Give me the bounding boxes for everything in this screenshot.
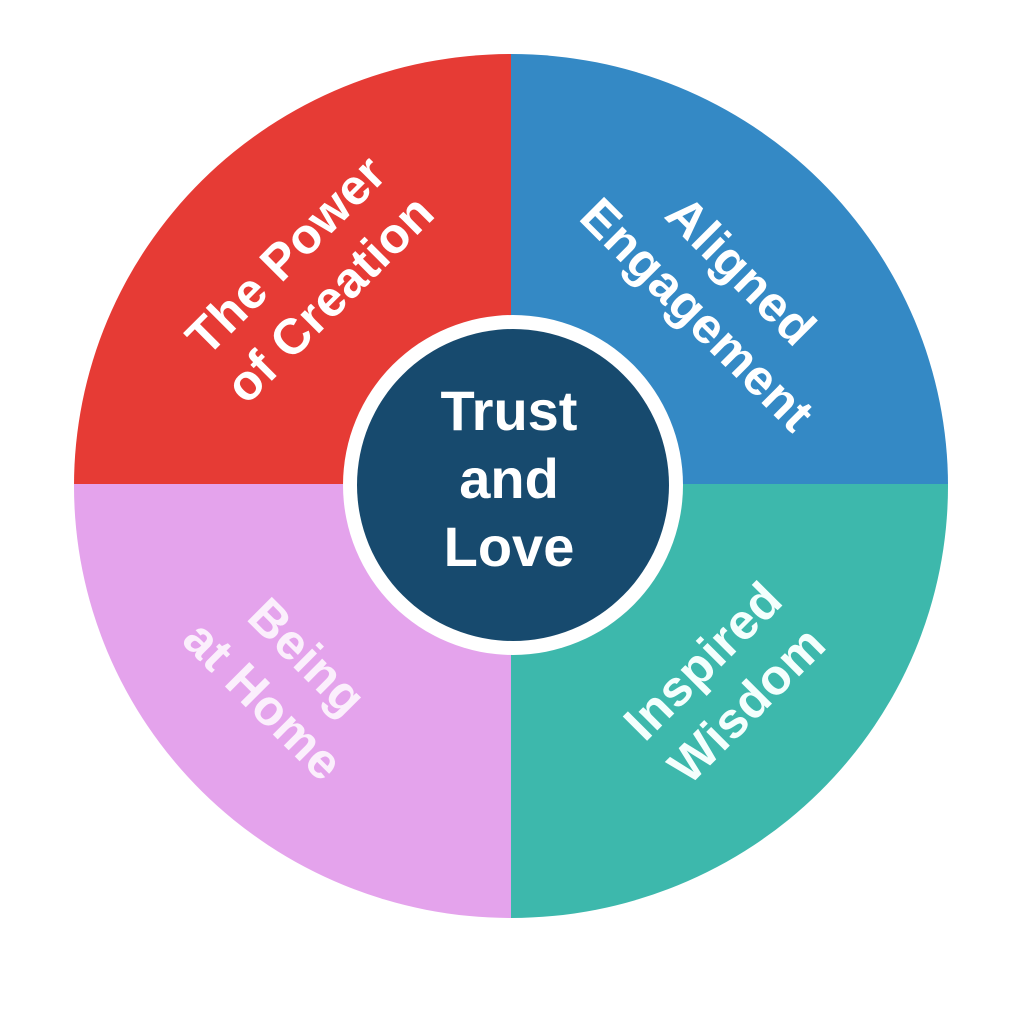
center-label-line: Love bbox=[444, 515, 575, 578]
center-label: Trust and Love bbox=[441, 379, 578, 578]
center-label-line: and bbox=[459, 447, 559, 510]
center-label-line: Trust bbox=[441, 379, 578, 442]
center-hub bbox=[357, 329, 669, 641]
